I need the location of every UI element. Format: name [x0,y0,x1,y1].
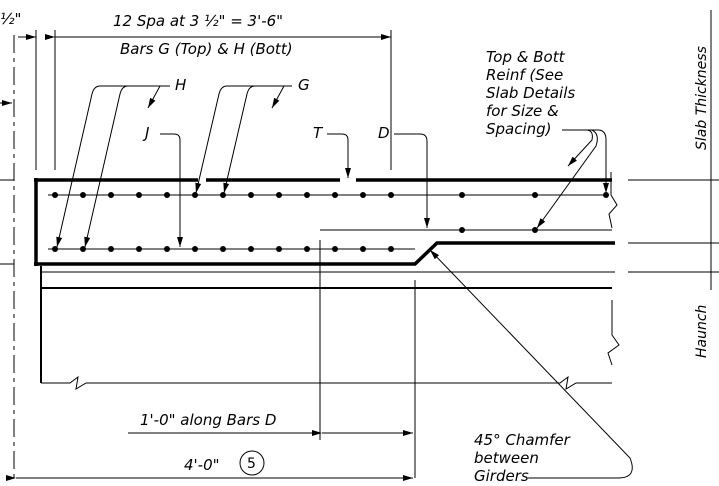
svg-text:Reinf (See: Reinf (See [486,66,563,84]
bottom-bar-dots [52,227,538,252]
svg-text:45° Chamfer: 45° Chamfer [474,431,571,449]
detail-ref-circle [239,450,265,476]
bars-gh-label: Bars G (Top) & H (Bott) [120,40,293,58]
svg-text:Spacing): Spacing) [486,120,552,138]
chamfer-note: 45° Chamfer between Girders [474,431,571,485]
top-bott-reinf-note: Top & Bott Reinf (See Slab Details for S… [486,48,575,138]
leader-reinf-3 [536,129,598,229]
leader-g-2 [223,85,270,194]
leader-g-3 [271,85,285,109]
svg-text:for Size &: for Size & [486,102,559,120]
bar-d-label: D [378,124,390,142]
leader-g-1 [195,85,292,194]
edge-fragment-label: ½" [0,10,21,28]
leader-h-2 [84,85,150,248]
leader-reinf-1 [562,129,593,167]
leader-t [327,133,351,178]
width-dim-label: 4'-0" [184,456,220,474]
right-break-lower [607,300,620,366]
spacing-dimension-label: 12 Spa at 3 ½" = 3'-6" [113,12,283,30]
slab-thickness-label: Slab Thickness [694,46,710,150]
leader-h-3 [147,85,161,109]
bar-g-label: G [298,76,310,94]
leader-h-1 [56,85,170,248]
bar-t-label: T [313,124,324,142]
slab-bottom-surface [34,241,615,266]
leader-d [394,133,430,228]
svg-text:between: between [474,449,539,467]
svg-text:Top & Bott: Top & Bott [486,48,566,66]
leader-j [160,133,183,247]
svg-text:Slab Details: Slab Details [486,84,575,102]
girder-bottom-break [41,375,612,390]
leader-chamfer [429,249,633,479]
top-bar-dots [52,192,609,198]
leader-reinf-2 [586,129,609,193]
bar-h-label: H [175,76,186,94]
along-bars-d-label: 1'-0" along Bars D [140,411,276,429]
bar-j-label: J [142,124,149,142]
right-break-upper [608,172,618,229]
haunch-label: Haunch [694,305,710,358]
svg-text:Girders: Girders [474,467,529,485]
detail-ref-number: 5 [247,456,256,472]
